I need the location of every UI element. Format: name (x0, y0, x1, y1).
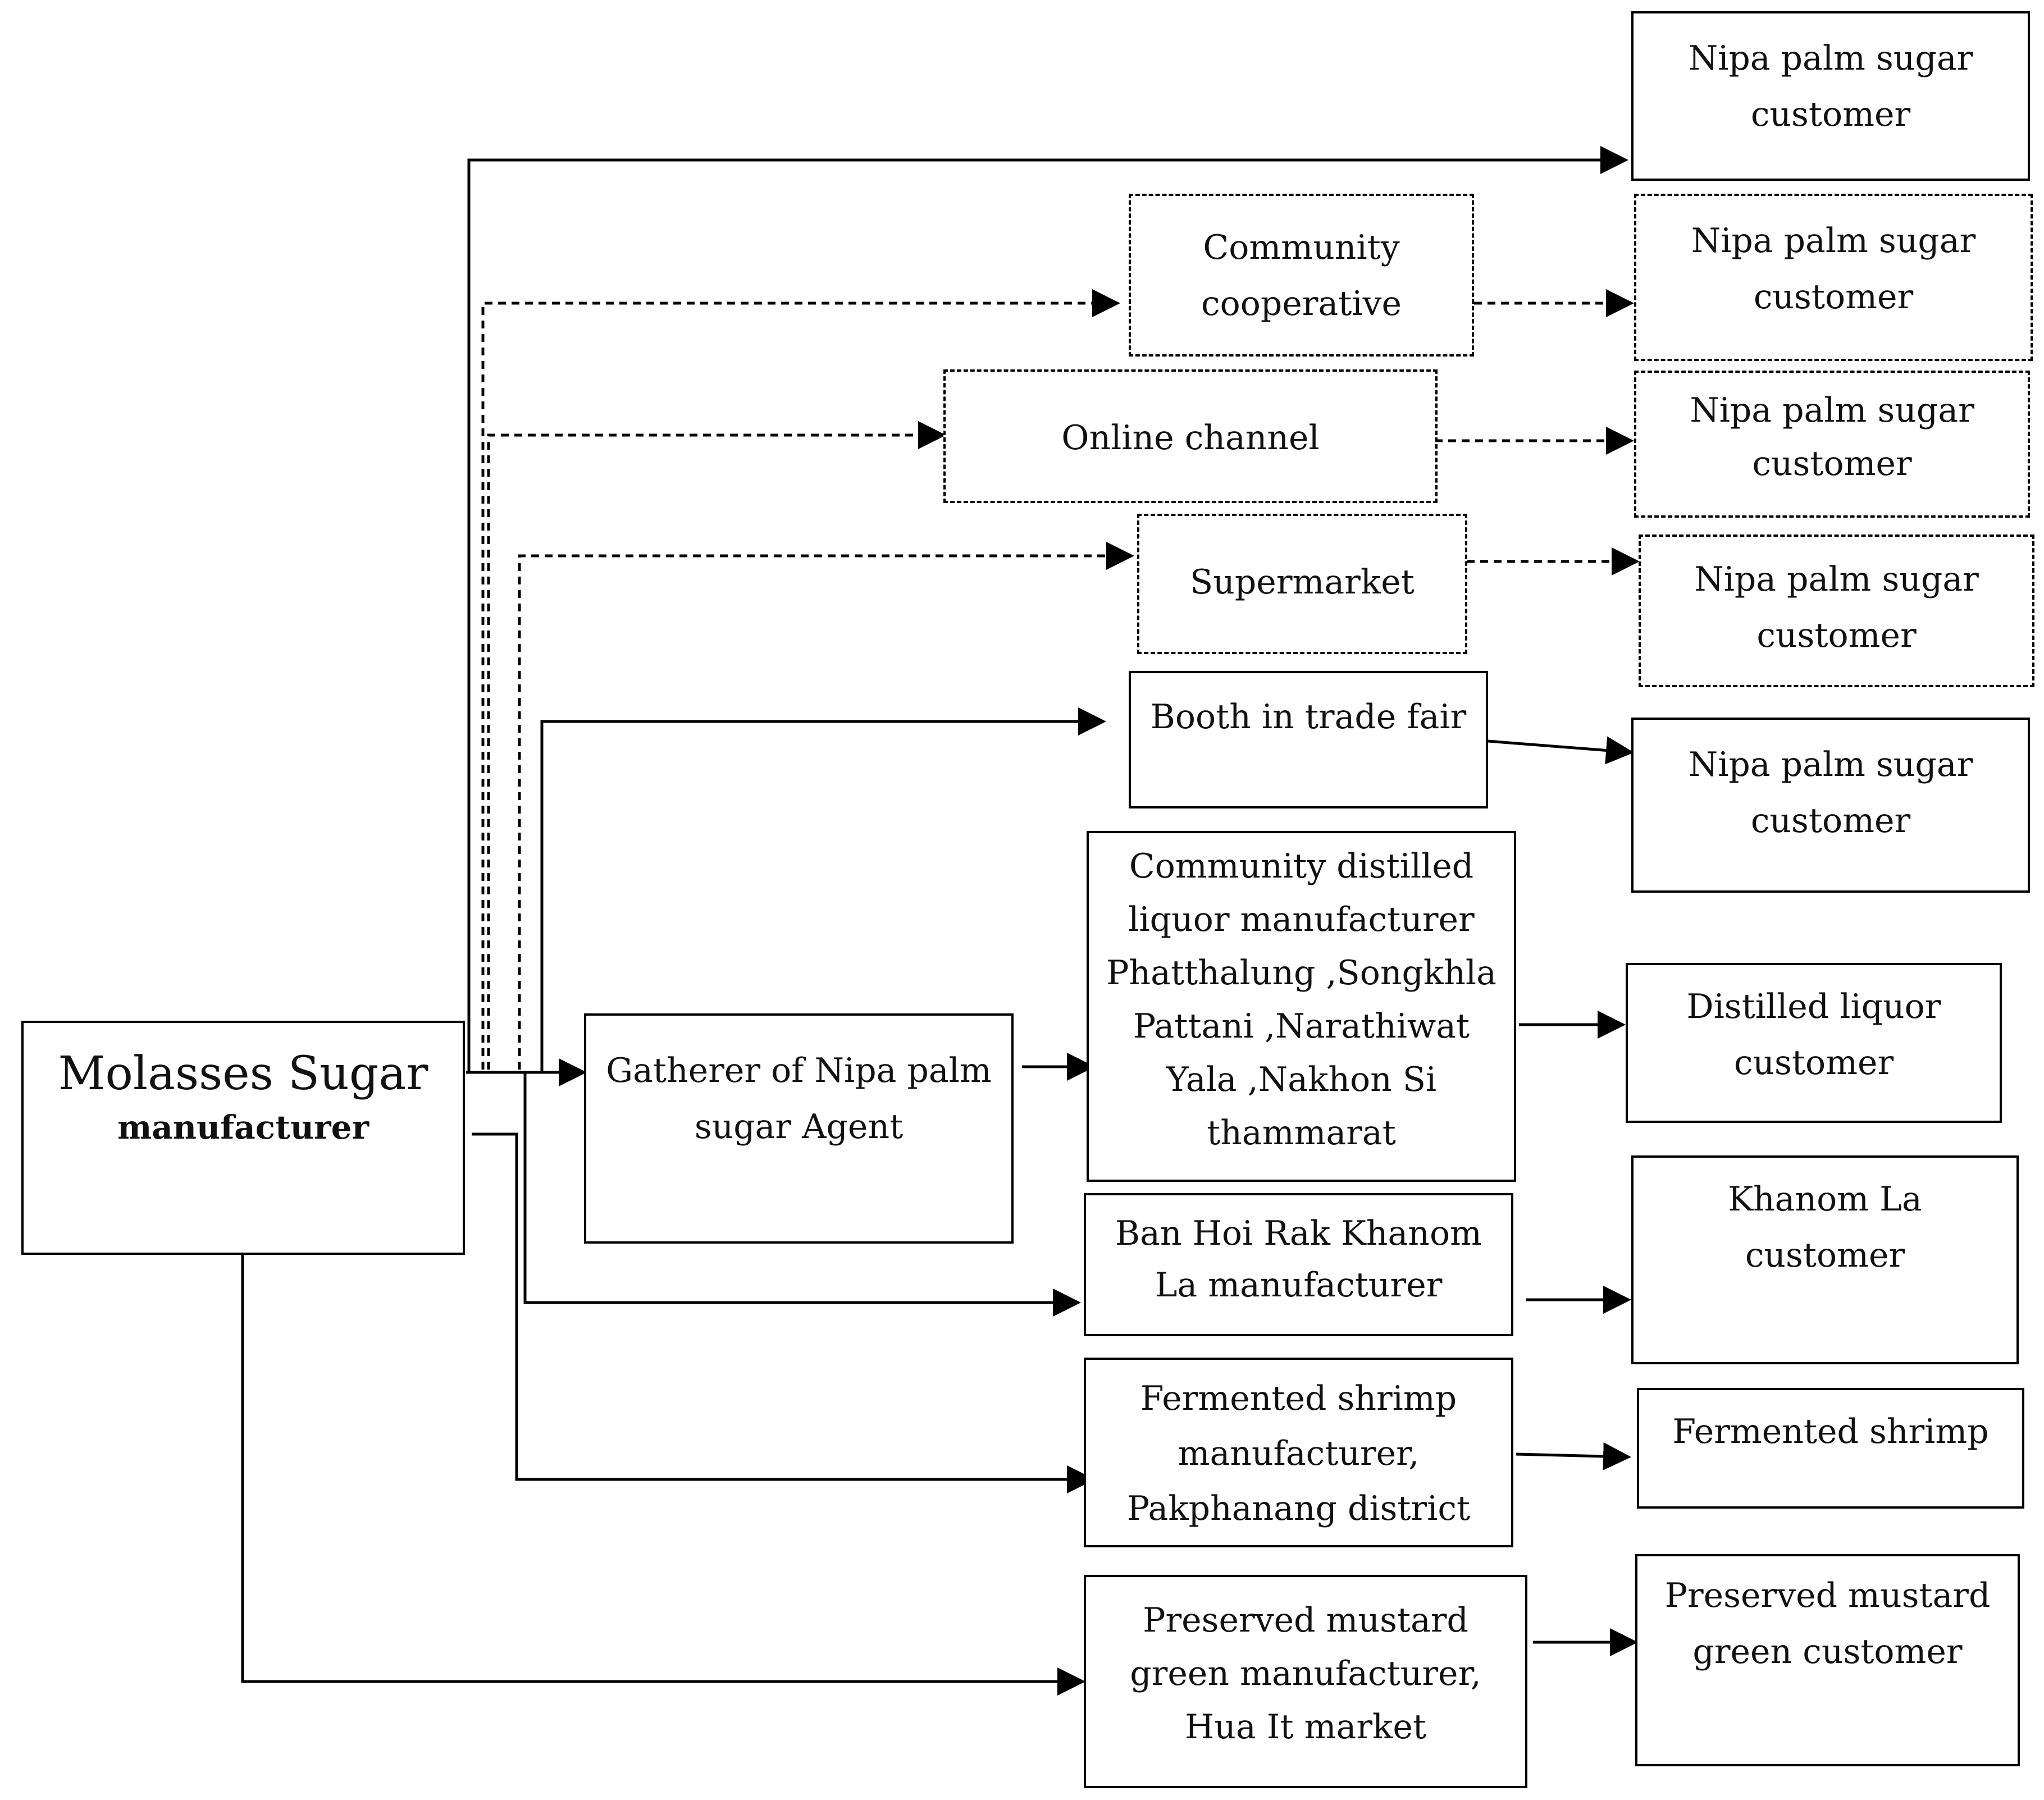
supermarket-box: Supermarket (1137, 514, 1467, 654)
arrow-source-to-supermarket (518, 542, 1134, 1070)
preserved-mustard-customer-box: Preserved mustard green customer (1635, 1554, 2020, 1766)
nipa-customer-box-1: Nipa palm sugar customer (1631, 11, 2030, 181)
preserved-mustard-manufacturer-box: Preserved mustard green manufacturer, Hu… (1084, 1575, 1527, 1788)
community-cooperative-box: Community cooperative (1129, 194, 1474, 357)
fermented-shrimp-manufacturer-box: Fermented shrimp manufacturer, Pakphanan… (1084, 1358, 1513, 1547)
nipa-customer-box-4: Nipa palm sugar customer (1639, 534, 2034, 687)
distilled-liquor-customer-box: Distilled liquor customer (1626, 963, 2002, 1123)
arrow-source-to-booth (540, 707, 1106, 1072)
ban-hoi-rak-khanom-la-box: Ban Hoi Rak Khanom La manufacturer (1084, 1193, 1513, 1336)
arrow-source-to-online (487, 421, 946, 1070)
source-title: Molasses Sugar (58, 1047, 428, 1100)
nipa-customer-box-5: Nipa palm sugar customer (1631, 718, 2030, 893)
gatherer-agent-box: Gatherer of Nipa palm sugar Agent (584, 1013, 1014, 1244)
distilled-liquor-manufacturer-box: Community distilled liquor manufacturer … (1087, 831, 1516, 1182)
nipa-customer-box-2: Nipa palm sugar customer (1634, 194, 2033, 361)
source-subtitle: manufacturer (117, 1108, 369, 1146)
nipa-customer-box-3: Nipa palm sugar customer (1634, 371, 2030, 518)
arrow-source-to-nipa-1 (467, 146, 1628, 1072)
arrow-source-to-fermented (472, 1132, 1095, 1493)
arrow-booth-to-nipa-5 (1488, 736, 1634, 765)
arrow-source-to-mustard (241, 1252, 1085, 1696)
khanom-la-customer-box: Khanom La customer (1631, 1155, 2019, 1364)
arrow-fermented-to-customer (1516, 1442, 1631, 1470)
molasses-sugar-manufacturer-box: Molasses Sugar manufacturer (21, 1021, 465, 1255)
booth-trade-fair-box: Booth in trade fair (1129, 671, 1488, 808)
arrow-source-to-ban-hoi (523, 1072, 1081, 1317)
online-channel-box: Online channel (943, 369, 1438, 503)
fermented-shrimp-customer-box: Fermented shrimp (1637, 1388, 2024, 1509)
arrow-source-to-community-coop (481, 289, 1120, 1070)
